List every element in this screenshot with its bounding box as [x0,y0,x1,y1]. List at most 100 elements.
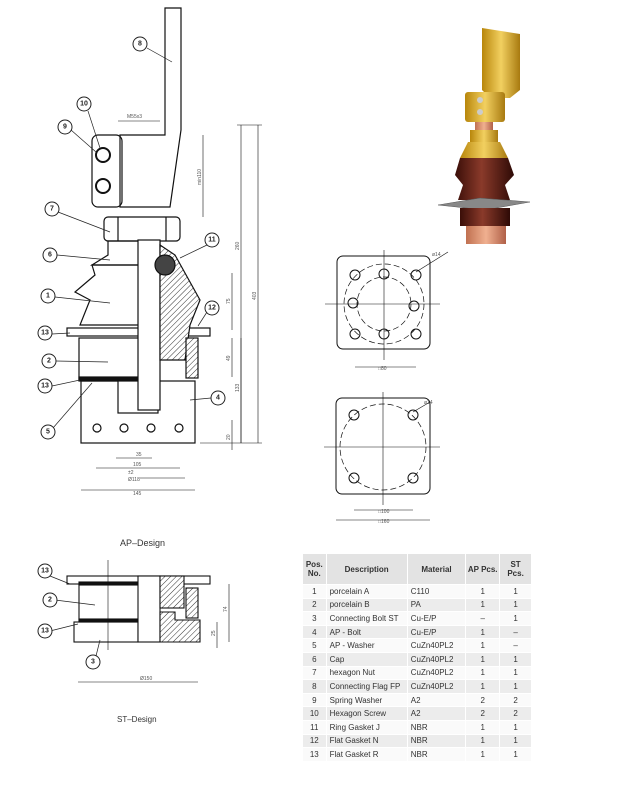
cell-desc: porcelain B [325,597,408,613]
cell-ap: 1 [465,733,501,749]
cell-ap: 1 [465,638,501,653]
callout-10: 10 [76,96,92,112]
callout-2: 2 [41,353,57,369]
plan-view-ap [325,250,449,368]
dim-260: 260 [235,241,241,250]
svg-text:8: 8 [138,41,142,48]
dim-ap-hole: ø14 [432,252,441,258]
cell-st: 2 [499,692,532,708]
svg-text:13: 13 [41,383,49,390]
dim-st-inner-square: □100 [378,509,390,515]
cell-ap: 1 [465,624,501,640]
st-design-caption: ST–Design [117,715,157,724]
cell-pos: 10 [302,706,327,721]
dim-35: 35 [136,452,142,458]
svg-text:6: 6 [48,252,52,259]
cell-ap: – [465,611,501,626]
svg-text:3: 3 [91,659,95,666]
cell-desc: Flat Gasket R [325,747,408,762]
svg-text:11: 11 [208,237,216,244]
st-callout-3: 3 [85,654,101,670]
cell-pos: 9 [302,692,327,708]
dim-st-150: Ø150 [140,676,152,682]
dim-20: 20 [226,434,232,440]
dim-ap-square: □80 [378,366,387,372]
screw-top [95,147,111,163]
cell-ap: 1 [465,665,501,681]
callout-4: 4 [210,390,226,406]
svg-text:9: 9 [63,124,67,131]
cell-st: 1 [499,651,532,667]
screw-bottom [95,178,111,194]
cell-st: 1 [499,747,532,762]
cell-st: – [499,624,532,640]
cell-st: – [499,638,532,653]
callout-1: 1 [40,288,56,304]
cell-mat: CuZn40PL2 [406,651,467,667]
cell-pos: 6 [302,651,327,667]
st-callout-13b: 13 [37,623,53,639]
header-st-pcs: ST Pcs. [499,553,532,585]
cell-st: 1 [499,679,532,694]
cell-pos: 13 [302,747,327,762]
ap-design-caption: AP–Design [120,538,166,548]
cell-pos: 4 [302,624,327,640]
callout-7: 7 [44,201,60,217]
header-description: Description [325,553,408,585]
dim-145: 145 [133,491,142,497]
cell-pos: 2 [302,597,327,613]
hex-nut [103,216,181,242]
cell-mat: CuZn40PL2 [406,679,467,694]
header-pos: Pos. No. [302,553,327,585]
cell-pos: 3 [302,611,327,626]
cell-desc: AP - Washer [325,638,408,653]
callout-13b: 13 [37,378,53,394]
cell-desc: hexagon Nut [325,665,408,681]
dim-105: 105 [133,462,142,468]
cell-desc: AP - Bolt [325,624,408,640]
svg-text:4: 4 [216,395,220,402]
st-callout-2: 2 [42,592,58,608]
cell-mat: CuZn40PL2 [406,638,467,653]
svg-text:7: 7 [50,206,54,213]
parts-list-table: Pos. No. Description Material AP Pcs. ST… [302,553,532,762]
cell-ap: 2 [465,692,501,708]
cell-st: 1 [499,611,532,626]
cell-ap: 1 [465,747,501,762]
header-material: Material [406,553,467,585]
cell-mat: Cu-E/P [406,611,467,626]
cell-ap: 1 [465,584,501,599]
dimension-lines [81,120,262,491]
main-section-drawing [66,7,262,491]
callout-6: 6 [42,247,58,263]
dim-75: 75 [226,298,232,304]
dim-min110: min110 [197,169,203,185]
cell-desc: Connecting Bolt ST [325,611,408,626]
cell-ap: 1 [465,719,501,735]
callout-8: 8 [132,36,148,52]
cell-st: 1 [499,719,532,735]
cell-mat: C110 [406,584,467,599]
plan-view-st [324,392,440,521]
st-section-drawing [66,560,230,683]
callout-9: 9 [57,119,73,135]
mounting-holes [92,423,184,433]
callout-11: 11 [204,232,220,248]
dim-tolerance: ±2 [128,470,134,476]
cell-st: 1 [499,733,532,749]
cell-pos: 11 [302,719,327,735]
callout-13a: 13 [37,325,53,341]
cell-ap: 2 [465,706,501,721]
cell-desc: Cap [325,651,408,667]
cell-desc: Ring Gasket J [325,719,408,735]
